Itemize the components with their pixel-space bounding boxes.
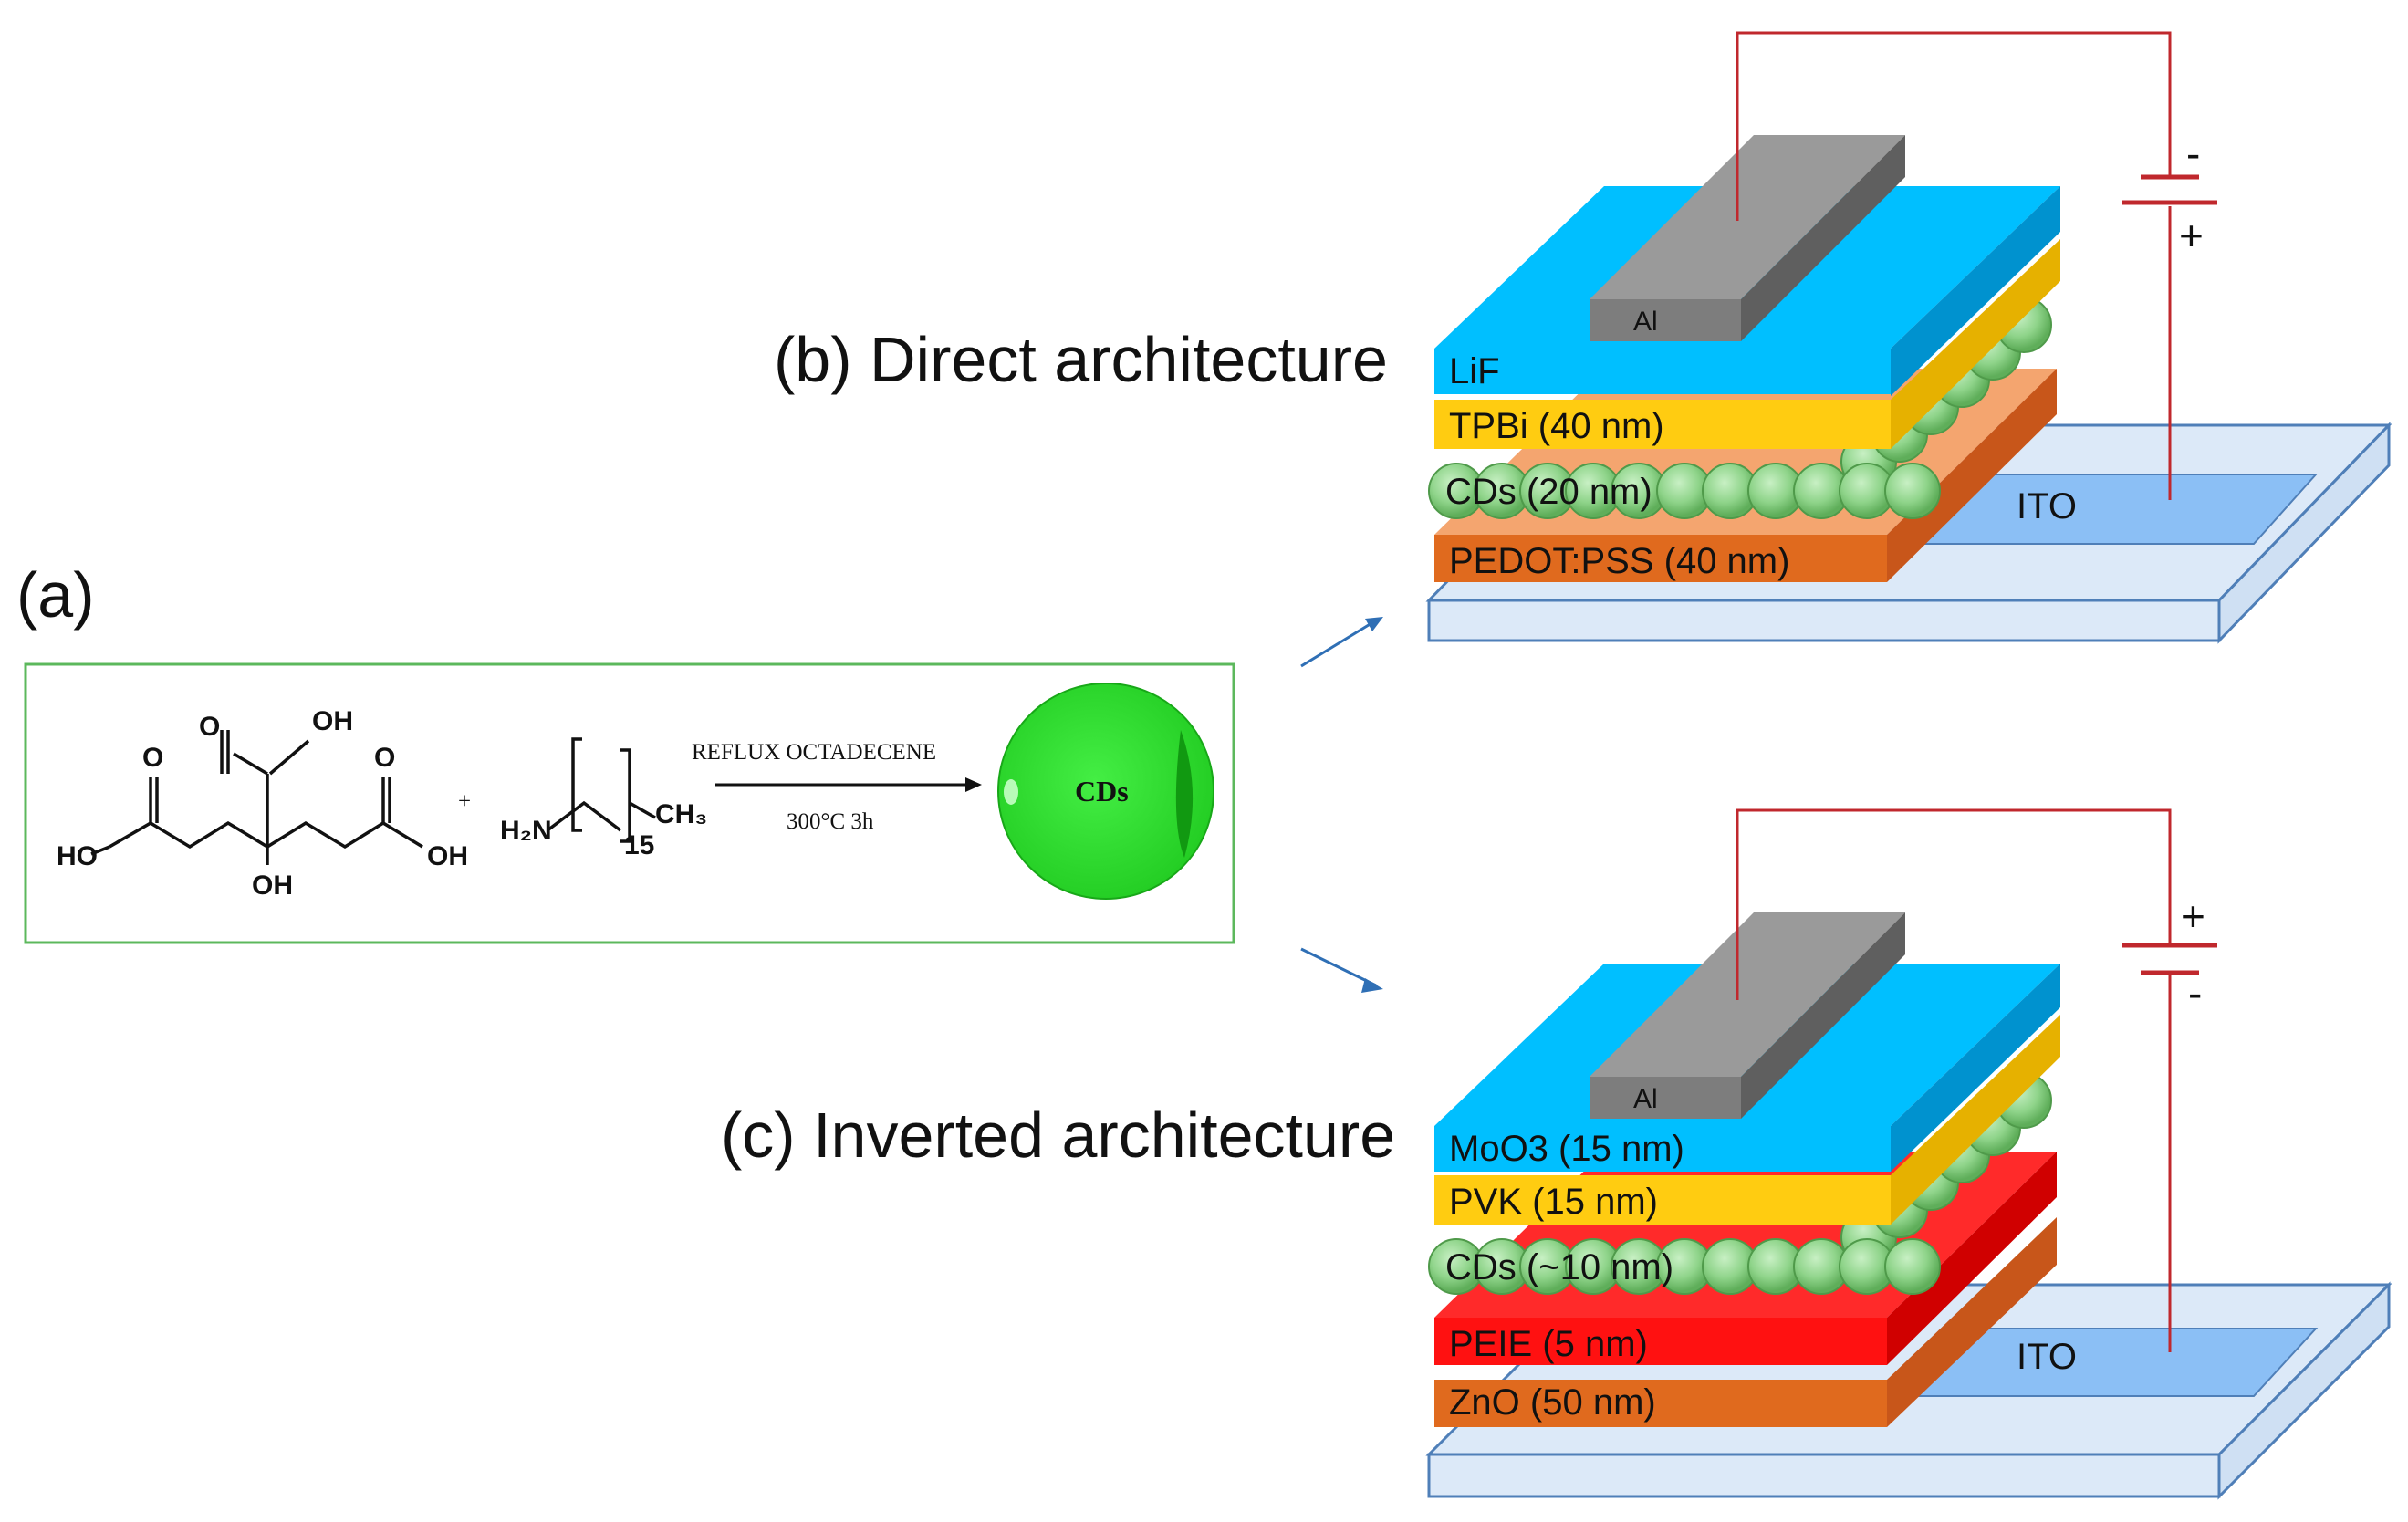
panel-b: (b) Direct architecture ITO PEDOT:PSS (4… (774, 31, 2392, 644)
layer-pvk-label: PVK (15 nm) (1449, 1182, 1658, 1222)
al-electrode-c (1590, 912, 1905, 1119)
chem-oh-bottom: OH (252, 870, 293, 901)
layer-tpbi (1434, 239, 2060, 449)
battery-bottom-sign-c: - (2188, 969, 2202, 1016)
quantum-dot (1884, 463, 1941, 519)
layer-tpbi-label: TPBi (40 nm) (1449, 406, 1664, 446)
layer-pvk (1434, 1015, 2060, 1225)
citric-acid-structure (90, 730, 423, 865)
layer-peie-label: PEIE (5 nm) (1449, 1324, 1648, 1364)
panel-a-label: (a) (16, 559, 95, 631)
plus-sign: + (458, 789, 471, 814)
panel-b-title: (b) Direct architecture (774, 324, 1388, 395)
layer-lif-label: LiF (1449, 351, 1500, 391)
chem-amine: H₂N (500, 816, 552, 846)
al-label-c: Al (1633, 1084, 1658, 1114)
arrow-to-panel-b (1300, 617, 1383, 668)
al-electrode-b (1590, 135, 1905, 341)
cds-product-label: CDs (1075, 775, 1129, 808)
layer-cds-label-b: CDs (20 nm) (1445, 472, 1652, 512)
battery-bottom-sign-b: + (2179, 212, 2204, 259)
battery-top-sign-b: - (2186, 130, 2200, 177)
panel-a: (a) O O OH O HO OH OH + (16, 559, 1383, 993)
chem-o-right: O (374, 743, 395, 773)
layer-moo3-label: MoO3 (15 nm) (1449, 1129, 1684, 1169)
reaction-condition-bottom: 300°C 3h (787, 809, 874, 834)
chem-oh-top: OH (312, 706, 353, 736)
cds-product-sphere (997, 683, 1214, 900)
panel-c: (c) Inverted architecture ITO ZnO (50 nm… (721, 808, 2392, 1500)
layer-cds-label-c: CDs (~10 nm) (1445, 1247, 1673, 1287)
battery-top-sign-c: + (2181, 892, 2205, 940)
chem-oh-right: OH (427, 841, 468, 871)
circuit-wire-c (1736, 808, 2217, 1352)
panel-c-title: (c) Inverted architecture (721, 1100, 1395, 1171)
reaction-condition-top: REFLUX OCTADECENE (692, 740, 936, 765)
chem-ch3: CH₃ (655, 799, 707, 829)
al-label-b: Al (1633, 307, 1658, 337)
arrow-to-panel-c (1300, 947, 1383, 993)
amine-structure (546, 737, 656, 843)
chem-ho-left: HO (57, 841, 98, 871)
chem-subscript-15: 15 (624, 830, 654, 860)
chem-o-left: O (142, 743, 163, 773)
quantum-dot (1884, 1238, 1941, 1295)
reaction-frame (24, 662, 1235, 944)
reaction-arrow (715, 777, 982, 792)
layer-pedot-label: PEDOT:PSS (40 nm) (1449, 541, 1789, 581)
chem-o-center: O (199, 712, 220, 742)
ito-label-c: ITO (2017, 1337, 2077, 1377)
layer-zno-label: ZnO (50 nm) (1449, 1382, 1656, 1423)
ito-label-b: ITO (2017, 486, 2077, 526)
layer-zno (1434, 1217, 2057, 1427)
circuit-wire-b (1736, 31, 2217, 500)
